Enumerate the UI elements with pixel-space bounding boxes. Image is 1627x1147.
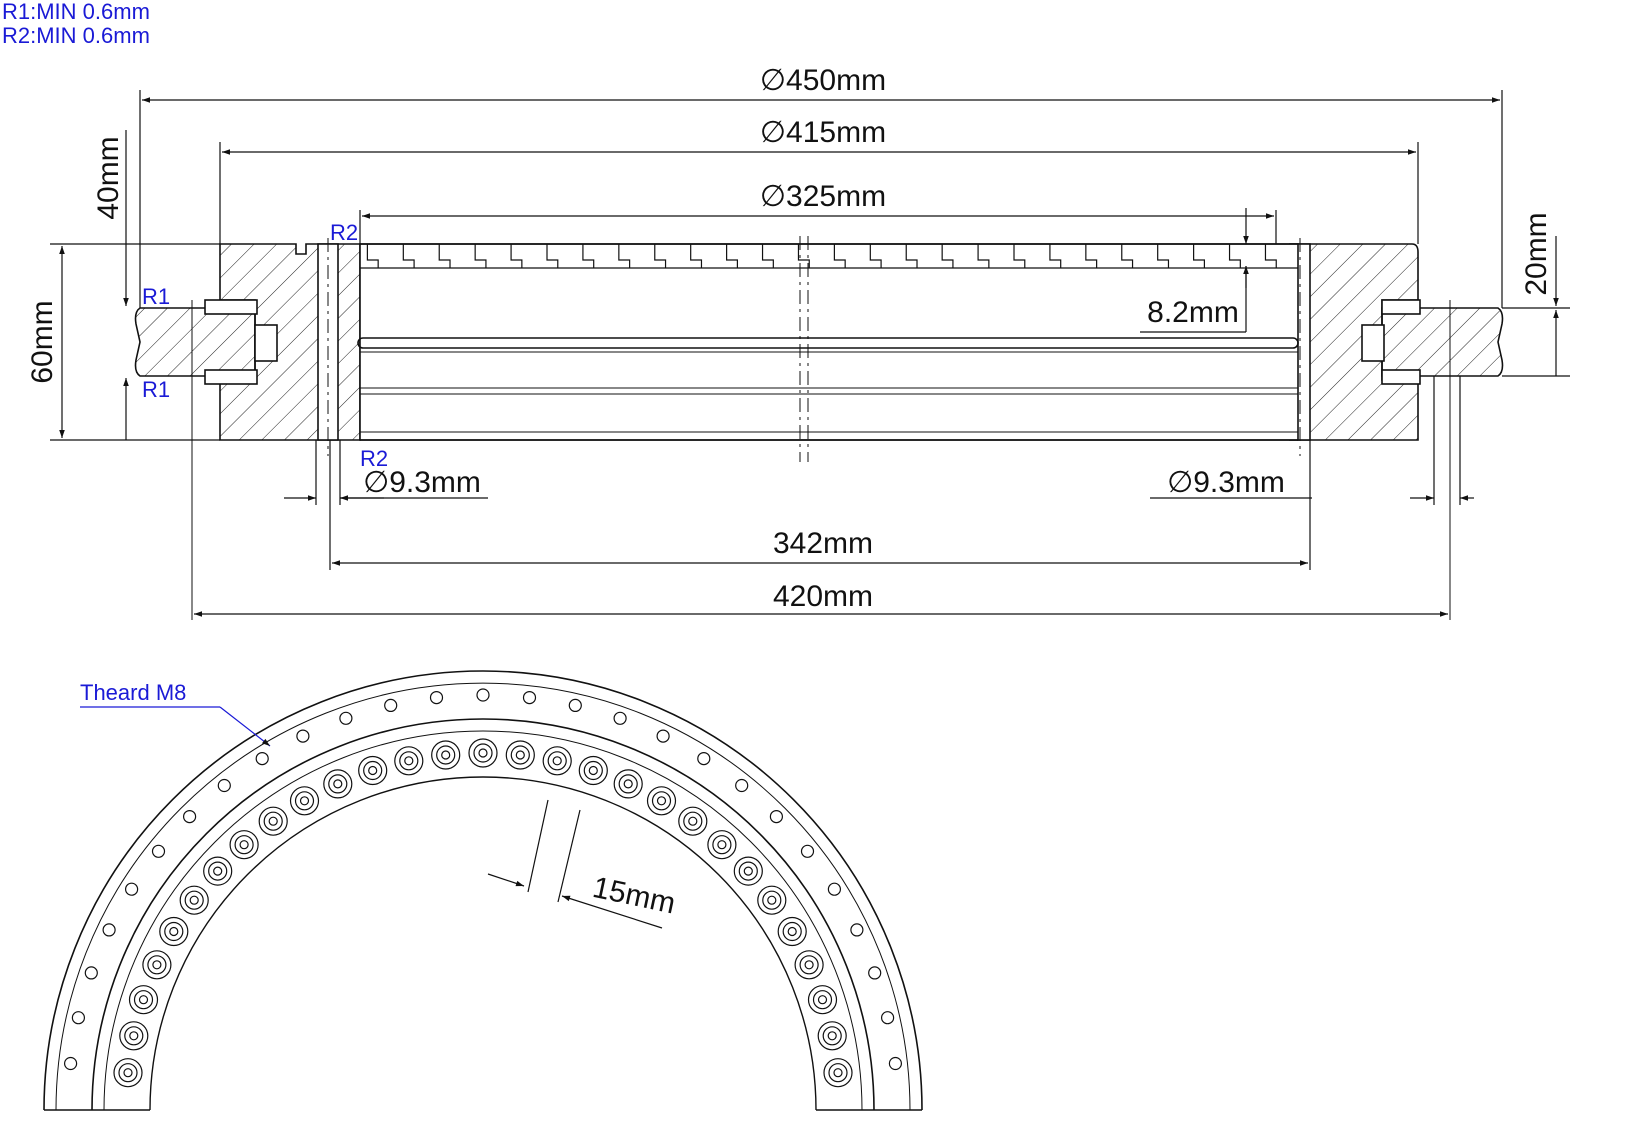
inner-hole bbox=[823, 1058, 853, 1088]
dim-40: 40mm bbox=[92, 136, 125, 219]
inner-hole bbox=[203, 856, 233, 886]
outer-hole bbox=[850, 923, 864, 937]
inner-hole bbox=[578, 755, 608, 786]
label-thread: Theard M8 bbox=[80, 680, 186, 705]
dim-hole-right: ∅9.3mm bbox=[1167, 466, 1285, 499]
inner-hole bbox=[757, 885, 787, 915]
width-dimension bbox=[487, 799, 663, 929]
inner-hole bbox=[794, 950, 824, 980]
inner-hole bbox=[394, 746, 424, 776]
inner-hole bbox=[733, 856, 763, 886]
inner-hole bbox=[159, 916, 189, 947]
outer-hole bbox=[800, 844, 815, 858]
outer-hole bbox=[125, 882, 139, 896]
dim-60: 60mm bbox=[26, 300, 59, 383]
outer-hole bbox=[255, 751, 269, 766]
outer-hole bbox=[151, 844, 166, 858]
inner-hole bbox=[323, 769, 353, 799]
inner-hole bbox=[142, 950, 172, 980]
plan-view bbox=[43, 670, 923, 1111]
dim-hole-left: ∅9.3mm bbox=[363, 466, 481, 499]
outer-hole bbox=[656, 729, 670, 743]
outer-hole bbox=[613, 711, 627, 725]
note-r1: R1:MIN 0.6mm bbox=[2, 0, 150, 24]
inner-hole bbox=[707, 830, 737, 860]
dim-20: 20mm bbox=[1520, 212, 1553, 295]
outer-hole bbox=[429, 690, 444, 705]
outer-hole bbox=[568, 698, 582, 713]
outer-hole bbox=[183, 809, 197, 824]
inner-hole bbox=[777, 916, 807, 947]
dim-415: ∅415mm bbox=[760, 116, 886, 149]
outer-hole bbox=[102, 923, 116, 937]
dim-342: 342mm bbox=[773, 527, 873, 560]
dim-15: 15mm bbox=[590, 871, 678, 921]
radius-labels: R1 R1 R2 R2 bbox=[142, 220, 388, 471]
outer-hole bbox=[769, 809, 784, 824]
dim-450: ∅450mm bbox=[760, 64, 886, 97]
inner-hole bbox=[613, 769, 643, 799]
inner-hole bbox=[113, 1058, 143, 1088]
outer-hole bbox=[384, 698, 398, 713]
inner-hole bbox=[817, 1021, 847, 1051]
dim-420: 420mm bbox=[773, 580, 873, 613]
label-r1-bottom: R1 bbox=[142, 377, 170, 402]
outer-hole bbox=[888, 1056, 903, 1071]
outer-bolt-holes bbox=[63, 688, 903, 1071]
inner-hole bbox=[807, 985, 838, 1015]
outer-hole bbox=[880, 1011, 895, 1025]
inner-hole bbox=[646, 786, 677, 816]
note-r2: R2:MIN 0.6mm bbox=[2, 23, 150, 48]
outer-hole bbox=[217, 778, 231, 793]
outer-hole bbox=[476, 688, 490, 702]
flange-left bbox=[134, 307, 256, 377]
outer-hole bbox=[339, 711, 353, 725]
dimension-lines bbox=[50, 90, 1570, 617]
outer-hole bbox=[697, 751, 711, 766]
label-r1-top: R1 bbox=[142, 284, 170, 309]
outer-hole bbox=[296, 729, 310, 743]
section-view bbox=[134, 236, 1504, 620]
inner-hole bbox=[505, 740, 535, 770]
inner-hole bbox=[542, 746, 572, 776]
inner-hole bbox=[229, 830, 259, 860]
label-r2-top: R2 bbox=[330, 220, 358, 245]
label-r2-bottom: R2 bbox=[360, 446, 388, 471]
inner-hole bbox=[468, 738, 498, 768]
inner-hole bbox=[119, 1021, 149, 1051]
inner-hole bbox=[258, 806, 288, 836]
dim-8-2: 8.2mm bbox=[1147, 296, 1239, 329]
general-notes: R1:MIN 0.6mm R2:MIN 0.6mm bbox=[2, 0, 150, 48]
thread-callout bbox=[80, 706, 271, 747]
inner-hole bbox=[678, 806, 708, 836]
outer-hole bbox=[71, 1011, 86, 1025]
dimension-texts: ∅450mm ∅415mm ∅325mm 8.2mm 40mm 60mm 20m… bbox=[26, 64, 1553, 613]
outer-hole bbox=[735, 778, 749, 793]
inner-hole bbox=[289, 786, 320, 816]
inner-hole bbox=[179, 885, 209, 915]
inner-hole bbox=[358, 755, 388, 786]
inner-hole bbox=[431, 740, 461, 770]
flange-right bbox=[1381, 307, 1504, 377]
outer-hole bbox=[84, 966, 98, 980]
roller-teeth bbox=[366, 244, 1277, 268]
outer-hole bbox=[827, 882, 842, 896]
dim-325: ∅325mm bbox=[760, 180, 886, 213]
outer-hole bbox=[868, 966, 882, 980]
outer-hole bbox=[522, 690, 537, 705]
inner-hole bbox=[128, 985, 159, 1015]
outer-hole bbox=[63, 1056, 78, 1071]
inner-bolt-holes bbox=[113, 738, 853, 1088]
